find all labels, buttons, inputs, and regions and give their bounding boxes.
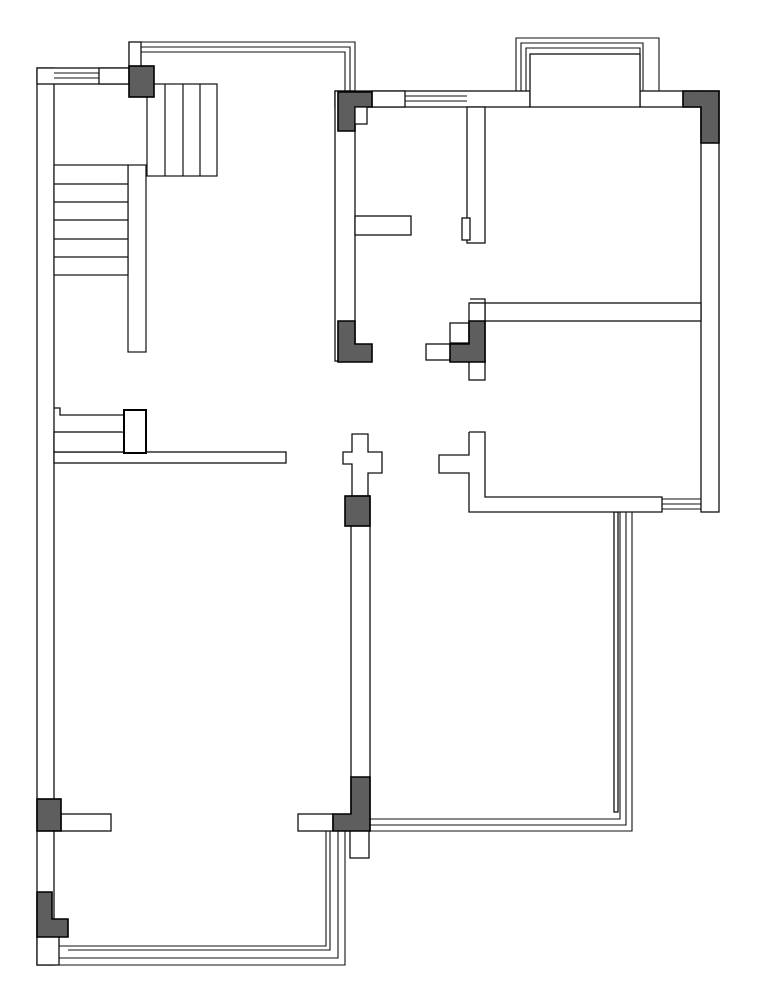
bay-window-ne-mid (520, 42, 644, 91)
wall-stair-ledge (53, 431, 125, 453)
wall-kitchen-stub (354, 215, 412, 236)
terrace-rail-mid (59, 831, 339, 959)
wall-notch-upper (461, 217, 471, 241)
column-sw-corner (36, 891, 69, 938)
bay-window-ne-outer (515, 37, 660, 91)
wall-door-stub-south (468, 360, 486, 381)
wall-living-west-stub (60, 813, 112, 832)
bay-window-sill-box (128, 41, 142, 69)
column-living-divider-top (344, 495, 371, 527)
window-glazing (37, 37, 701, 966)
south-wall-west-segment (36, 934, 60, 966)
wall-corridor-east-upper (466, 106, 486, 244)
column-corridor-bottom (337, 320, 373, 363)
wall-door-frame-east (425, 343, 453, 361)
wall-se-room-west (438, 431, 663, 513)
stair-landing-rail (127, 164, 147, 353)
wall-door-frame-east-2 (449, 322, 470, 344)
door-frame-stair (123, 409, 147, 454)
interior-walls (53, 106, 702, 832)
column-corridor-top-inset (354, 106, 368, 125)
wall-room-divider-ne (484, 302, 702, 322)
column-nw-top (128, 65, 155, 98)
column-ne-corner (682, 90, 720, 144)
column-sw-west (36, 798, 62, 832)
wall-stair-living-divider (53, 451, 287, 464)
column-room-door-east (449, 320, 486, 363)
wall-niche-cross (342, 433, 383, 497)
wall-living-east-stub (297, 813, 334, 832)
bay-window-ne-box (529, 53, 641, 108)
balcony-rail-mid (370, 512, 627, 826)
stair-upper-flight (146, 83, 218, 177)
wall-stair-ledge-step (54, 407, 125, 432)
structural-columns (36, 65, 720, 938)
balcony-rail-end (613, 511, 619, 813)
balcony-rail-outer (370, 512, 633, 832)
east-exterior-wall (700, 90, 720, 513)
window-north-center-frame (371, 90, 406, 108)
balcony-rail-inner (370, 512, 621, 820)
column-living-south (332, 776, 371, 832)
staircase (53, 83, 218, 353)
window-nw-frame (98, 67, 130, 85)
terrace-rail-outer (37, 831, 346, 966)
terrace-rail-innermost (58, 831, 327, 947)
terrace-rail-inner (68, 831, 331, 951)
outer-walls (36, 67, 720, 966)
